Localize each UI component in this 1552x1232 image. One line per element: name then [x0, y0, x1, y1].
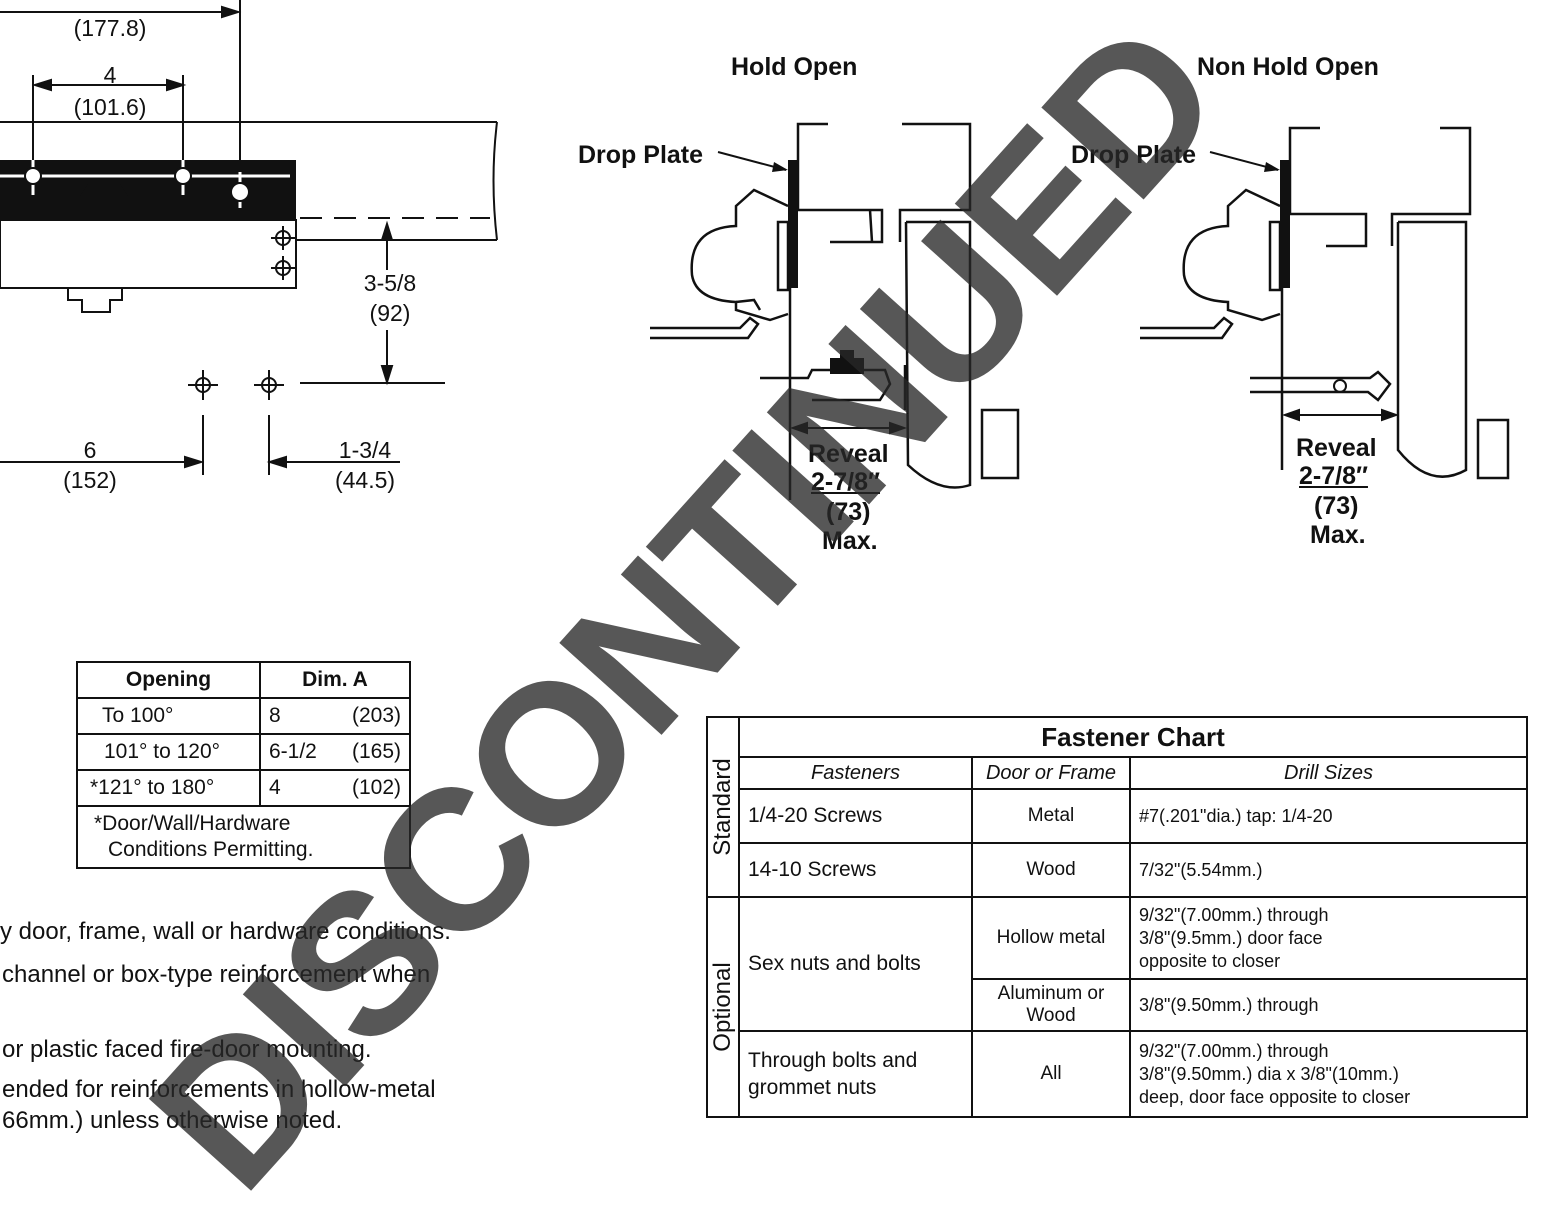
non-hold-open-drawing: [1140, 126, 1510, 480]
table-row: To 100° 8 (203): [76, 697, 411, 735]
material-cell: Hollow metal: [971, 896, 1131, 980]
standard-label: Standard: [709, 758, 736, 856]
material-line: Wood: [1026, 1005, 1076, 1026]
dim-in: 4: [269, 776, 281, 799]
drill-cell: 7/32"(5.54mm.): [1129, 842, 1528, 898]
table-row: Through bolts and grommet nuts All 9/32"…: [707, 1030, 1528, 1118]
standard-side-label-cell: Standard: [706, 716, 740, 898]
table-header: Door or Frame: [971, 756, 1131, 790]
opening-cell: *121° to 180°: [76, 769, 261, 807]
hold-open-drawing: [650, 122, 1020, 500]
dim-4-in: 4: [103, 62, 117, 88]
dim-mm: (102): [351, 776, 401, 799]
drill-line: 3/8"(9.5mm.) door face: [1139, 927, 1323, 948]
template-drawing: [0, 0, 498, 475]
dim-overall-mm: (177.8): [73, 15, 147, 41]
dim-cell: 6-1/2 (165): [259, 733, 411, 771]
table-header-row: Opening Dim. A: [76, 661, 411, 699]
non-hold-open-reveal-label: Reveal: [1296, 434, 1377, 462]
optional-label: Optional: [709, 962, 736, 1052]
hold-open-reveal-mm: (73): [826, 498, 871, 526]
dim-mm: (165): [351, 740, 401, 763]
footnote-line-2: Conditions Permitting.: [108, 838, 314, 861]
table-row: 1/4-20 Screws Metal #7(.201"dia.) tap: 1…: [707, 788, 1528, 844]
table-header: Opening: [76, 661, 261, 699]
dim-4-mm: (101.6): [73, 94, 147, 120]
table-row: *121° to 180° 4 (102): [76, 769, 411, 807]
table-footnote: *Door/Wall/Hardware Conditions Permittin…: [76, 805, 411, 869]
material-cell: Metal: [971, 788, 1131, 844]
fastener-chart: Standard Fastener Chart Fasteners Door o…: [706, 716, 1528, 1118]
opening-cell: 101° to 120°: [76, 733, 261, 771]
dim-cell: 8 (203): [259, 697, 411, 735]
opening-cell: To 100°: [76, 697, 261, 735]
fastener-cell: Sex nuts and bolts: [738, 896, 973, 1032]
table-header: Drill Sizes: [1129, 756, 1528, 790]
fastener-title-row: Standard Fastener Chart: [706, 716, 1528, 898]
dim-134-in: 1-3/4: [338, 437, 392, 463]
dim-6-in: 6: [83, 437, 97, 463]
non-hold-open-reveal-in: 2-7/8″: [1299, 462, 1368, 490]
non-hold-open-reveal-mm: (73): [1314, 492, 1359, 520]
material-cell: Aluminum or Wood: [971, 978, 1131, 1032]
material-cell: Wood: [971, 842, 1131, 898]
table-header: Fasteners: [738, 756, 973, 790]
drill-cell: 9/32"(7.00mm.) through 3/8"(9.50mm.) dia…: [1129, 1030, 1528, 1118]
table-row: 14-10 Screws Wood 7/32"(5.54mm.): [707, 842, 1528, 898]
fastener-chart-title: Fastener Chart: [738, 716, 1528, 758]
drill-line: deep, door face opposite to closer: [1139, 1086, 1411, 1107]
table-row: Optional Sex nuts and bolts Hollow metal…: [706, 896, 1528, 1118]
hold-open-max: Max.: [822, 527, 878, 555]
drill-cell: 3/8"(9.50mm.) through: [1129, 978, 1528, 1032]
dim-in: 6-1/2: [269, 740, 317, 763]
table-row: 101° to 120° 6-1/2 (165): [76, 733, 411, 771]
hold-open-reveal-in: 2-7/8″: [811, 468, 880, 496]
drill-line: 9/32"(7.00mm.) through: [1139, 1040, 1329, 1061]
note-line-5: 66mm.) unless otherwise noted.: [2, 1107, 343, 1134]
material-line: Aluminum or: [997, 983, 1105, 1004]
fastener-cell: 1/4-20 Screws: [738, 788, 973, 844]
drill-line: opposite to closer: [1139, 950, 1281, 971]
material-cell: All: [971, 1030, 1131, 1118]
fastener-cell: 14-10 Screws: [738, 842, 973, 898]
drill-cell: 9/32"(7.00mm.) through 3/8"(9.5mm.) door…: [1129, 896, 1528, 980]
dim-358-in: 3-5/8: [363, 270, 417, 296]
non-hold-open-title: Non Hold Open: [1197, 53, 1379, 81]
dim-cell: 4 (102): [259, 769, 411, 807]
note-line-4: ended for reinforcements in hollow-metal: [2, 1076, 436, 1103]
footnote-line-1: *Door/Wall/Hardware: [94, 812, 291, 835]
drill-line: 9/32"(7.00mm.) through: [1139, 904, 1329, 925]
dim-358-mm: (92): [369, 300, 411, 326]
dim-134-mm: (44.5): [334, 467, 396, 493]
table-row: Aluminum or Wood 3/8"(9.50mm.) through: [707, 978, 1528, 1032]
hold-open-drop-plate-label: Drop Plate: [578, 141, 704, 169]
hold-open-reveal-label: Reveal: [808, 440, 889, 468]
table-footnote-row: *Door/Wall/Hardware Conditions Permittin…: [76, 805, 411, 869]
dim-mm: (203): [351, 704, 401, 727]
non-hold-open-max: Max.: [1310, 521, 1366, 549]
dim-in: 8: [269, 704, 281, 727]
fastener-header-row: Fasteners Door or Frame Drill Sizes: [707, 756, 1528, 790]
note-line-3: or plastic faced fire-door mounting.: [2, 1036, 372, 1063]
dim-6-mm: (152): [63, 467, 117, 493]
fastener-cell: Through bolts and grommet nuts: [738, 1030, 973, 1118]
note-line-2: channel or box-type reinforcement when: [2, 961, 431, 988]
note-line-1: y door, frame, wall or hardware conditio…: [0, 918, 451, 945]
drill-cell: #7(.201"dia.) tap: 1/4-20: [1129, 788, 1528, 844]
fastener-line: grommet nuts: [748, 1076, 877, 1099]
optional-side-label-cell: Optional: [706, 896, 740, 1118]
hold-open-title: Hold Open: [731, 53, 858, 81]
opening-table: Opening Dim. A To 100° 8 (203) 101° to 1…: [76, 661, 411, 869]
table-header: Dim. A: [259, 661, 411, 699]
fastener-line: Through bolts and: [748, 1049, 918, 1072]
non-hold-open-drop-plate-label: Drop Plate: [1071, 141, 1197, 169]
drill-line: 3/8"(9.50mm.) dia x 3/8"(10mm.): [1139, 1063, 1399, 1084]
